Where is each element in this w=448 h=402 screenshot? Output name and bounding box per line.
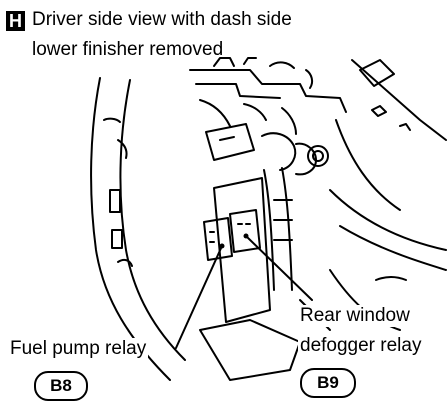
dash-panel-right (351, 59, 447, 141)
door-pillar-outer (90, 77, 171, 381)
defogger-relay-label-line2: defogger relay (298, 335, 424, 357)
defogger-relay-label-line1: Rear window (298, 305, 412, 327)
fuel-pump-leader (175, 245, 223, 349)
connector-block (205, 123, 255, 161)
section-letter-badge: H (6, 11, 25, 31)
fuel-pump-relay (203, 217, 233, 261)
fuel-pump-relay-label: Fuel pump relay (8, 338, 149, 360)
relay-bracket (213, 177, 271, 323)
figure-title-line2: lower finisher removed (32, 39, 224, 60)
dash-harness (189, 69, 347, 113)
defogger-relay-badge: B9 (300, 368, 356, 398)
lower-panel (199, 319, 301, 381)
wire-bundle (263, 169, 275, 291)
figure-title-line1: Driver side view with dash side (32, 9, 292, 30)
defogger-leader (245, 235, 313, 301)
fuel-pump-relay-badge: B8 (34, 371, 88, 401)
door-pillar-inner (119, 79, 186, 361)
defogger-relay (229, 209, 261, 253)
